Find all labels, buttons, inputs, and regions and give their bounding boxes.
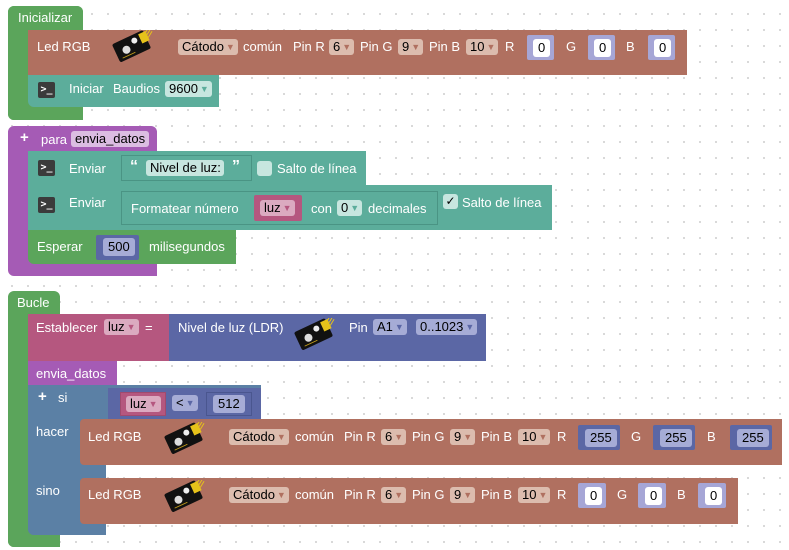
- procedure-call-block[interactable]: [28, 361, 117, 385]
- pin-r-dropdown[interactable]: 6▼: [381, 487, 407, 503]
- g-value-field[interactable]: 255: [660, 429, 692, 447]
- led-type-suffix: común: [295, 487, 335, 502]
- terminal-icon: >_: [38, 160, 55, 176]
- pin-g-dropdown[interactable]: 9▼: [398, 39, 424, 55]
- led-rgb-module-icon: [164, 480, 211, 514]
- decimals-dropdown[interactable]: 0▼: [337, 200, 363, 216]
- operator-dropdown[interactable]: <▼: [172, 395, 198, 411]
- newline-label: Salto de línea: [277, 161, 357, 176]
- equals-label: =: [145, 320, 153, 335]
- r-value-field[interactable]: 0: [585, 487, 603, 505]
- pin-r-label: Pin R: [344, 487, 376, 502]
- pin-b-dropdown[interactable]: 10▼: [518, 429, 551, 445]
- newline-checkbox-2[interactable]: ✓: [443, 194, 458, 209]
- if-label: si: [58, 390, 68, 405]
- format-number-label: Formatear número: [131, 201, 239, 216]
- baud-dropdown[interactable]: 9600▼: [165, 81, 212, 97]
- serial-begin-label: Iniciar: [69, 81, 104, 96]
- set-variable-block[interactable]: [28, 314, 170, 361]
- b-value-field[interactable]: 255: [737, 429, 769, 447]
- b-value-field[interactable]: 0: [705, 487, 723, 505]
- pin-g-dropdown[interactable]: 9▼: [450, 487, 476, 503]
- newline-label: Salto de línea: [462, 195, 542, 210]
- add-param-icon[interactable]: +: [20, 129, 29, 146]
- b-label: B: [626, 39, 635, 54]
- procedure-call-label: envia_datos: [36, 366, 107, 381]
- pin-r-dropdown[interactable]: 6▼: [329, 39, 355, 55]
- r-label: R: [557, 487, 567, 502]
- pin-r-label: Pin R: [293, 39, 325, 54]
- ldr-module-icon: [294, 318, 341, 352]
- quote-close: ”: [232, 158, 240, 175]
- do-label: hacer: [36, 424, 69, 439]
- pin-g-dropdown[interactable]: 9▼: [450, 429, 476, 445]
- pin-b-dropdown[interactable]: 10▼: [518, 487, 551, 503]
- led-rgb-label: Led RGB: [88, 429, 142, 444]
- quote-open: “: [130, 158, 138, 175]
- led-rgb-module-icon: [164, 422, 211, 456]
- pin-b-label: Pin B: [481, 487, 513, 502]
- compare-value-field[interactable]: 512: [213, 395, 245, 413]
- add-branch-icon[interactable]: +: [38, 388, 47, 405]
- led-type-dropdown[interactable]: Cátodo▼: [229, 487, 289, 503]
- ldr-label: Nivel de luz (LDR): [178, 320, 284, 335]
- init-block-title: Inicializar: [18, 10, 73, 25]
- g-label: G: [566, 39, 577, 54]
- g-label: G: [617, 487, 628, 502]
- range-dropdown[interactable]: 0..1023▼: [416, 319, 478, 335]
- led-rgb-module-icon: [112, 30, 159, 64]
- b-value-field[interactable]: 0: [654, 39, 672, 57]
- led-rgb-label: Led RGB: [88, 487, 142, 502]
- r-value-field[interactable]: 255: [585, 429, 617, 447]
- r-label: R: [505, 39, 515, 54]
- led-type-suffix: común: [295, 429, 335, 444]
- newline-checkbox-1[interactable]: [257, 161, 272, 176]
- pin-g-label: Pin G: [412, 487, 445, 502]
- send-label: Enviar: [69, 195, 106, 210]
- pin-label: Pin: [349, 320, 368, 335]
- pin-b-label: Pin B: [429, 39, 461, 54]
- pin-r-dropdown[interactable]: 6▼: [381, 429, 407, 445]
- pin-b-label: Pin B: [481, 429, 513, 444]
- led-type-suffix: común: [243, 39, 283, 54]
- wait-value-field[interactable]: 500: [103, 238, 135, 256]
- var-dropdown-luz[interactable]: luz▼: [104, 319, 139, 335]
- terminal-icon: >_: [38, 197, 55, 213]
- var-dropdown-luz[interactable]: luz▼: [126, 396, 161, 412]
- para-label: para: [41, 132, 68, 147]
- r-value-field[interactable]: 0: [533, 39, 551, 57]
- send-label: Enviar: [69, 161, 106, 176]
- led-type-dropdown[interactable]: Cátodo▼: [178, 39, 238, 55]
- decimals-label: decimales: [368, 201, 427, 216]
- wait-unit-label: milisegundos: [149, 239, 225, 254]
- baud-label: Baudios: [113, 81, 160, 96]
- pin-b-dropdown[interactable]: 10▼: [466, 39, 499, 55]
- g-value-field[interactable]: 0: [594, 39, 612, 57]
- g-label: G: [631, 429, 642, 444]
- r-label: R: [557, 429, 567, 444]
- wait-label: Esperar: [37, 239, 83, 254]
- terminal-icon: >_: [38, 82, 55, 98]
- var-dropdown-luz[interactable]: luz▼: [260, 200, 295, 216]
- procedure-name-field[interactable]: envia_datos: [71, 131, 150, 147]
- led-rgb-label: Led RGB: [37, 39, 91, 54]
- b-label: B: [677, 487, 686, 502]
- else-label: sino: [36, 483, 60, 498]
- pin-g-label: Pin G: [360, 39, 393, 54]
- pin-r-label: Pin R: [344, 429, 376, 444]
- loop-block-title: Bucle: [17, 295, 50, 310]
- text-field[interactable]: Nivel de luz:: [146, 160, 224, 176]
- g-value-field[interactable]: 0: [645, 487, 663, 505]
- pin-g-label: Pin G: [412, 429, 445, 444]
- b-label: B: [707, 429, 716, 444]
- led-type-dropdown[interactable]: Cátodo▼: [229, 429, 289, 445]
- con-label: con: [311, 201, 332, 216]
- analog-pin-dropdown[interactable]: A1▼: [373, 319, 407, 335]
- set-label: Establecer: [36, 320, 98, 335]
